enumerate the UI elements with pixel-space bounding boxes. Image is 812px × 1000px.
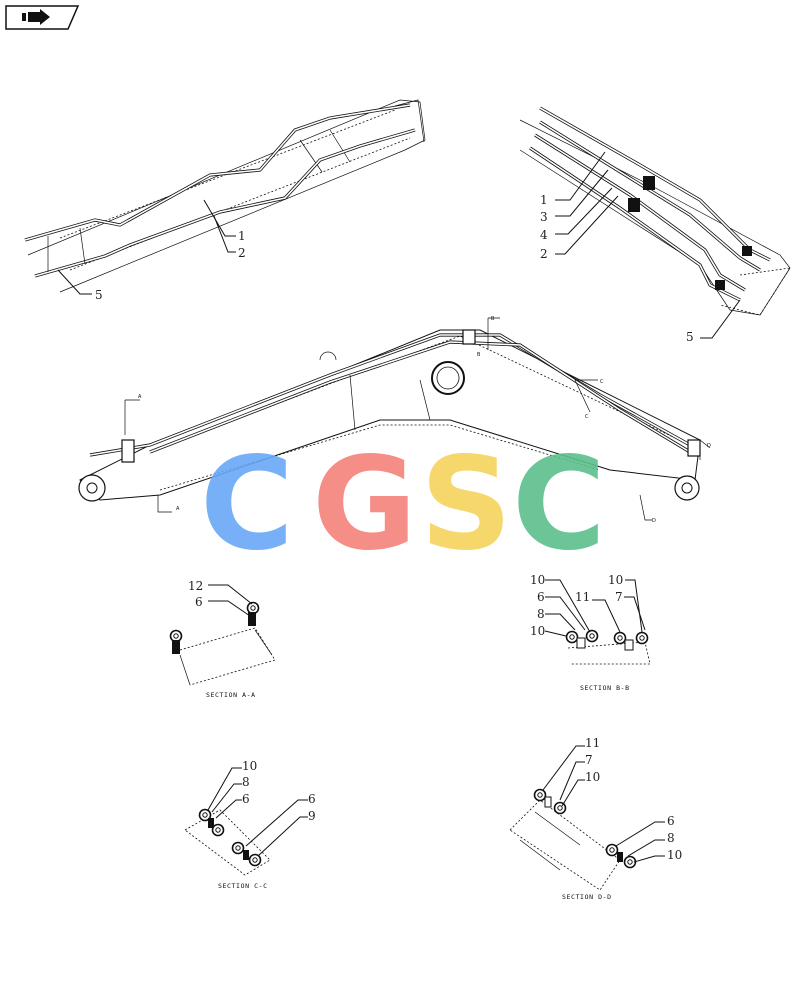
marker-a-bottom: A bbox=[176, 506, 180, 512]
section-bb-label: SECTION B-B bbox=[580, 684, 630, 692]
callout-bb-8: 8 bbox=[537, 607, 545, 621]
section-aa-label: SECTION A-A bbox=[206, 691, 256, 699]
callout-dd-10a: 10 bbox=[585, 770, 600, 784]
callout-aa-6: 6 bbox=[195, 595, 203, 609]
arm-hose-view bbox=[24, 99, 426, 295]
callout-dd-7: 7 bbox=[585, 753, 593, 767]
callout-tr-2: 2 bbox=[540, 247, 548, 261]
section-dd-view bbox=[509, 745, 665, 891]
callout-dd-10b: 10 bbox=[667, 848, 682, 862]
callout-bb-10a: 10 bbox=[530, 573, 545, 587]
callout-dd-8: 8 bbox=[667, 831, 675, 845]
boom-main-view bbox=[78, 317, 711, 521]
section-dd-label: SECTION D-D bbox=[562, 893, 612, 901]
section-cc-label: SECTION C-C bbox=[218, 882, 268, 890]
marker-c-top: C bbox=[600, 379, 604, 385]
marker-c-bottom: C bbox=[585, 414, 589, 420]
callout-tl-5: 5 bbox=[95, 288, 103, 302]
watermark-s: S bbox=[420, 430, 512, 579]
callout-tr-4: 4 bbox=[540, 228, 548, 242]
callout-bb-11: 11 bbox=[575, 590, 590, 604]
callout-tr-1: 1 bbox=[540, 193, 548, 207]
section-cc-view bbox=[184, 767, 308, 876]
marker-b-top: B bbox=[491, 316, 495, 322]
marker-b-bottom: B bbox=[477, 352, 481, 358]
watermark: C G S C bbox=[200, 430, 606, 579]
marker-a-top: A bbox=[138, 394, 142, 400]
callout-tl-1: 1 bbox=[238, 229, 246, 243]
callout-cc-8: 8 bbox=[242, 775, 250, 789]
callout-bb-10b: 10 bbox=[530, 624, 545, 638]
section-bb-view bbox=[544, 579, 651, 665]
callout-cc-6a: 6 bbox=[242, 792, 250, 806]
callout-bb-10c: 10 bbox=[608, 573, 623, 587]
callout-bb-6: 6 bbox=[537, 590, 545, 604]
callout-cc-6b: 6 bbox=[308, 792, 316, 806]
callout-cc-9: 9 bbox=[308, 809, 316, 823]
callout-cc-10: 10 bbox=[242, 759, 257, 773]
callout-dd-6: 6 bbox=[667, 814, 675, 828]
marker-d-top: D bbox=[707, 443, 711, 449]
watermark-c2: C bbox=[512, 430, 606, 579]
watermark-c1: C bbox=[200, 430, 294, 579]
section-aa-view bbox=[169, 584, 276, 686]
callout-dd-11: 11 bbox=[585, 736, 600, 750]
boom-tip-hose-view bbox=[519, 106, 791, 339]
watermark-g: G bbox=[312, 430, 417, 579]
page-forward-icon[interactable] bbox=[5, 5, 80, 30]
callout-tr-3: 3 bbox=[540, 210, 548, 224]
callout-aa-12: 12 bbox=[188, 579, 203, 593]
marker-d-bottom: D bbox=[652, 518, 656, 524]
callout-tr-5: 5 bbox=[686, 330, 694, 344]
callout-bb-7: 7 bbox=[615, 590, 623, 604]
callout-tl-2: 2 bbox=[238, 246, 246, 260]
